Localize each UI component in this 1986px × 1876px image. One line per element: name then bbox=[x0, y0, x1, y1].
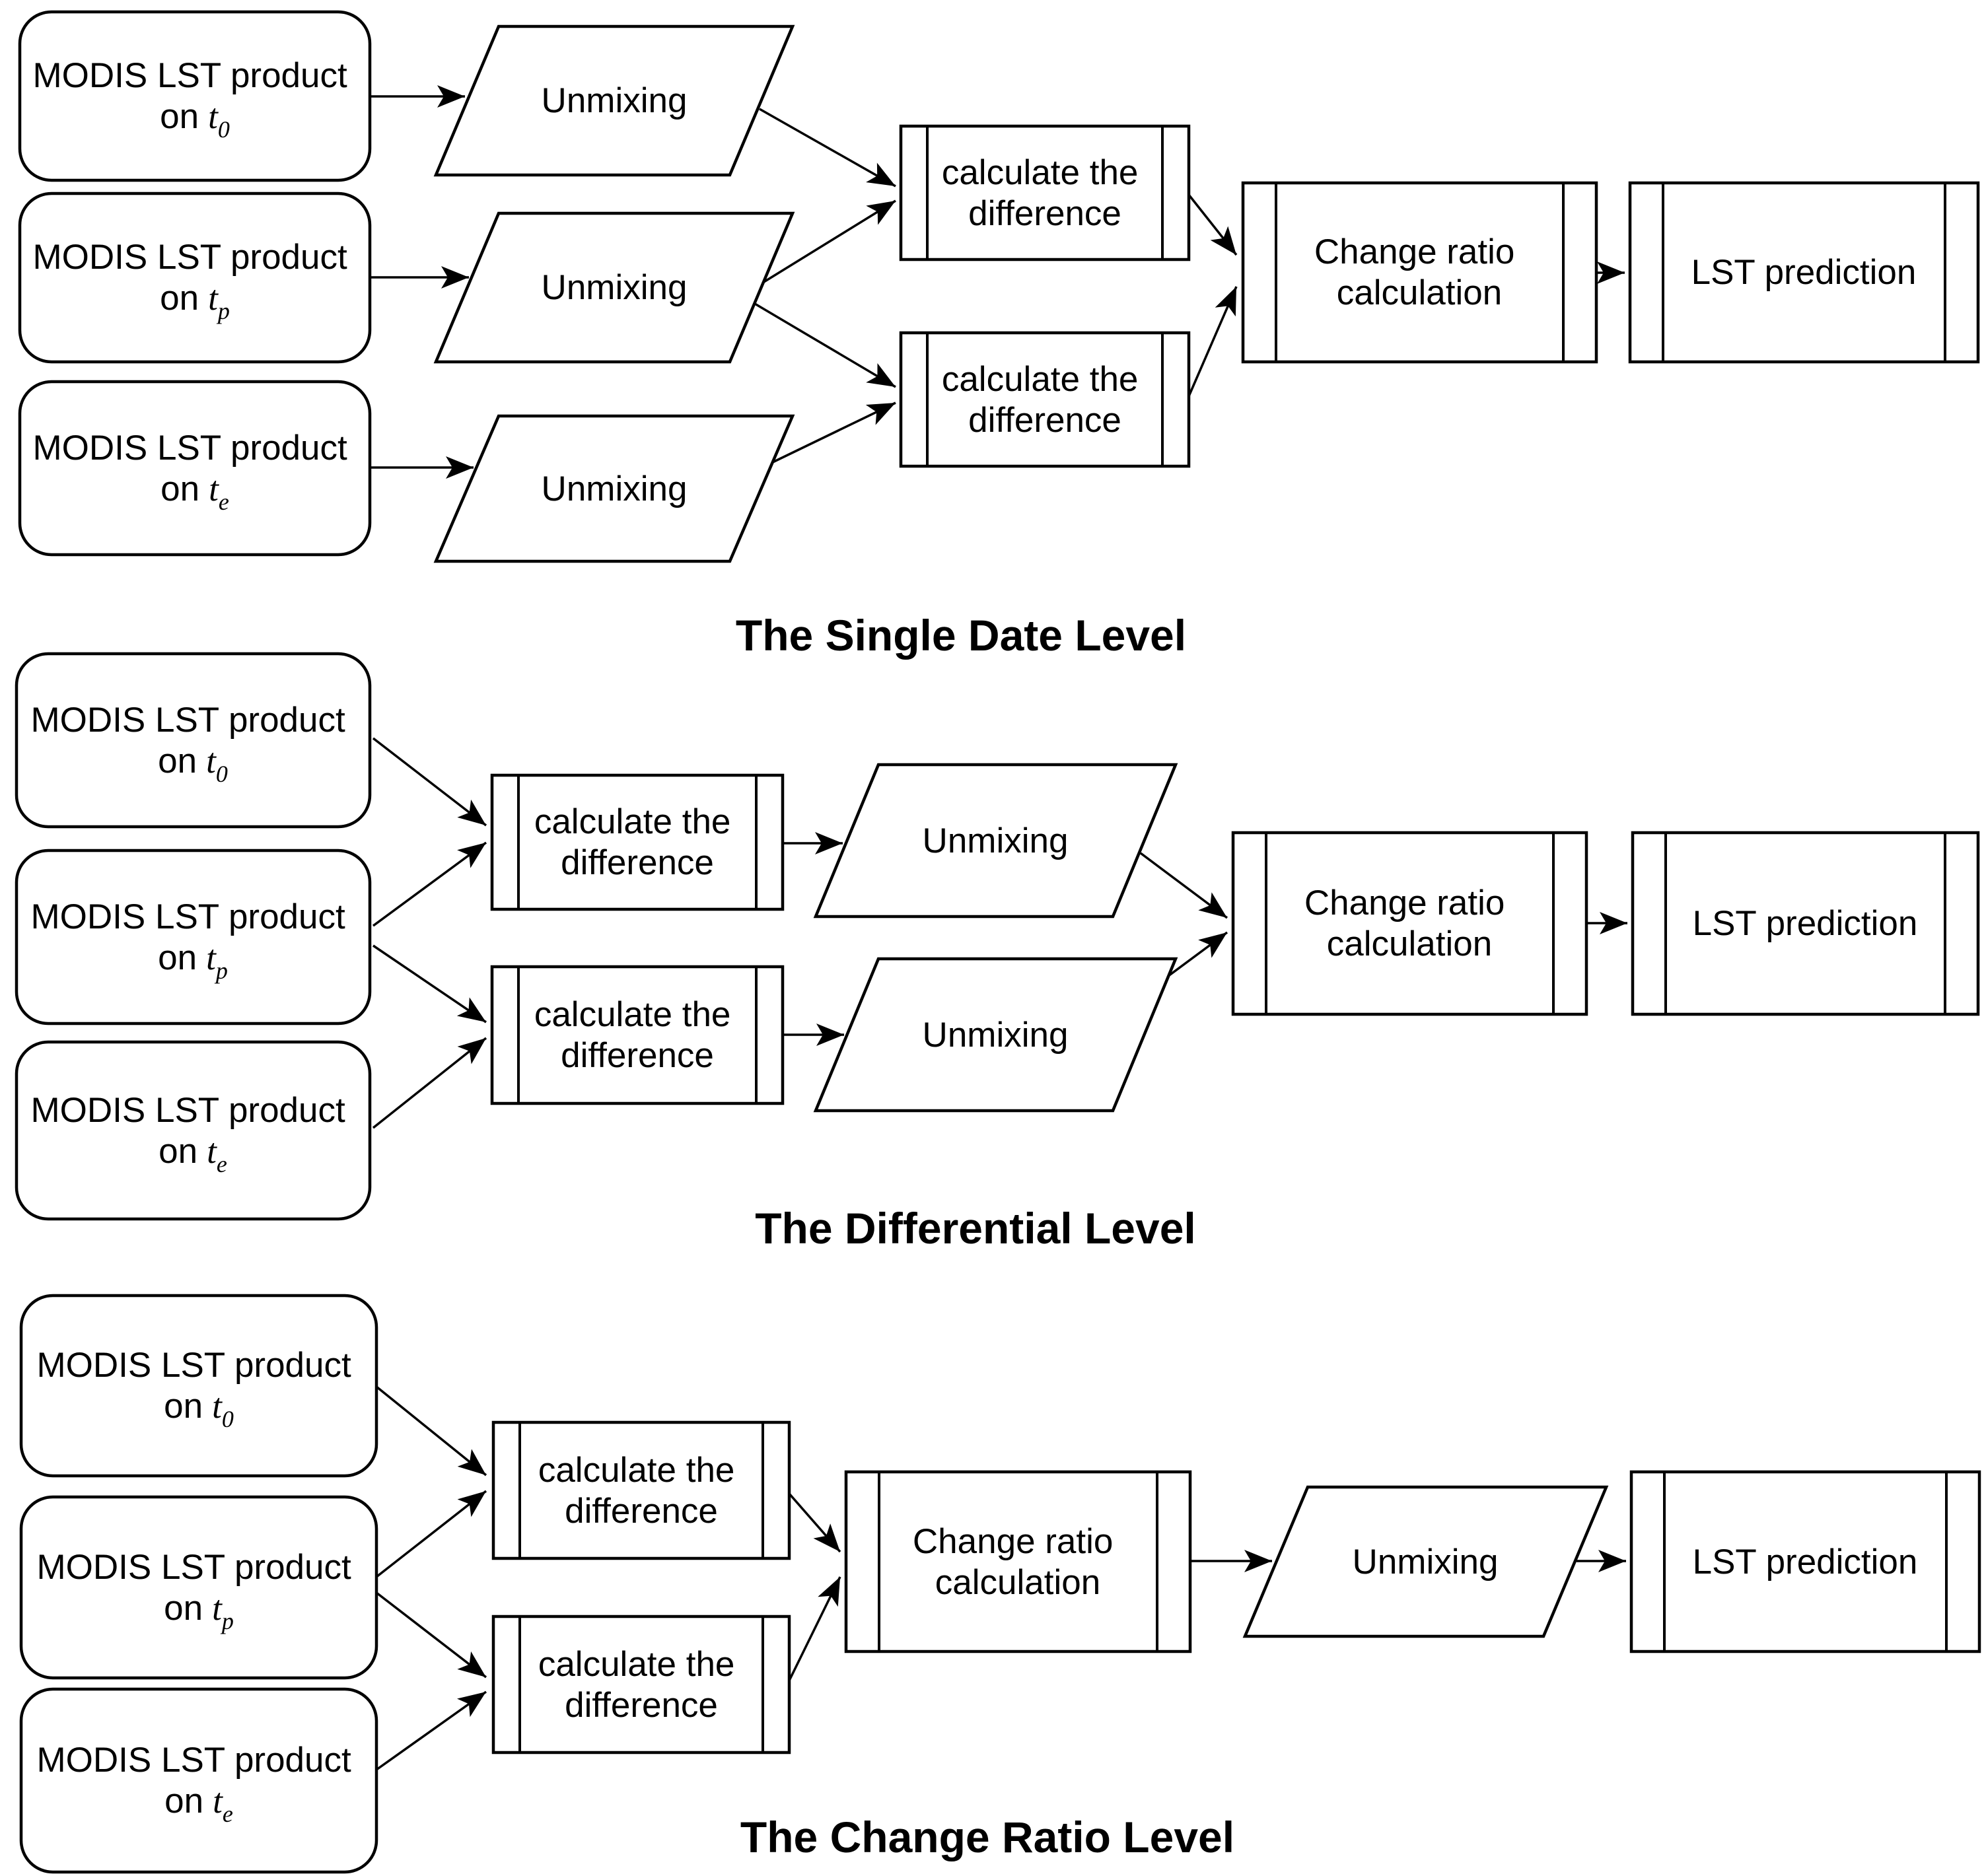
section-title: The Differential Level bbox=[755, 1204, 1196, 1253]
flow-arrow bbox=[1167, 931, 1228, 977]
modis-lst-input-box bbox=[18, 191, 372, 364]
calculate-difference-label: calculate the difference bbox=[942, 360, 1148, 440]
modis-lst-input-box bbox=[19, 1495, 378, 1680]
unmixing-label: Unmixing bbox=[923, 1016, 1069, 1055]
unmixing-parallelogram bbox=[813, 957, 1178, 1113]
unmixing-parallelogram bbox=[1242, 1485, 1609, 1638]
change-ratio-label: Change ratio calculation bbox=[913, 1522, 1123, 1602]
modis-lst-input-box bbox=[19, 1687, 378, 1874]
flow-arrow bbox=[375, 1591, 487, 1679]
calculate-difference-process: calculate the difference bbox=[490, 965, 785, 1105]
unmixing-label: Unmixing bbox=[1353, 1543, 1499, 1581]
flow-arrow bbox=[375, 1690, 487, 1771]
calculate-difference-label: calculate the difference bbox=[534, 995, 740, 1075]
unmixing-label: Unmixing bbox=[923, 821, 1069, 860]
modis-lst-input-box bbox=[18, 10, 372, 182]
modis-lst-input-box bbox=[15, 1040, 372, 1221]
flow-arrow bbox=[772, 401, 896, 464]
unmixing-label: Unmixing bbox=[542, 469, 688, 508]
change-ratio-process: Change ratio calculation bbox=[1241, 181, 1598, 364]
lst-prediction-process: LST prediction bbox=[1628, 181, 1980, 364]
unmixing-parallelogram bbox=[813, 763, 1178, 919]
flow-arrow bbox=[762, 199, 896, 284]
lst-prediction-label: LST prediction bbox=[1691, 253, 1917, 292]
flow-arrow bbox=[375, 1490, 487, 1578]
modis-lst-input-box bbox=[18, 380, 372, 557]
flow-arrow bbox=[754, 302, 896, 388]
flow-arrow bbox=[372, 944, 487, 1024]
lst-prediction-process: LST prediction bbox=[1629, 1470, 1981, 1653]
change-ratio-label: Change ratio calculation bbox=[1304, 884, 1514, 963]
flow-arrow bbox=[1188, 286, 1238, 397]
flow-arrow bbox=[372, 1037, 487, 1129]
calculate-difference-process: calculate the difference bbox=[491, 1615, 791, 1754]
calculate-difference-process: calculate the difference bbox=[490, 773, 785, 911]
flow-arrow bbox=[788, 1576, 841, 1681]
lst-prediction-process: LST prediction bbox=[1631, 831, 1980, 1016]
flow-arrow bbox=[372, 841, 487, 927]
calculate-difference-label: calculate the difference bbox=[538, 1645, 744, 1725]
flow-arrow bbox=[1139, 852, 1228, 919]
modis-lst-input-box bbox=[15, 652, 372, 829]
flow-arrow bbox=[788, 1492, 841, 1553]
calculate-difference-label: calculate the difference bbox=[538, 1451, 744, 1531]
flow-arrow bbox=[375, 1385, 487, 1476]
calculate-difference-process: calculate the difference bbox=[491, 1420, 791, 1560]
change-ratio-process: Change ratio calculation bbox=[1231, 831, 1588, 1016]
unmixing-parallelogram bbox=[433, 414, 795, 563]
lst-prediction-label: LST prediction bbox=[1693, 904, 1918, 943]
change-ratio-label: Change ratio calculation bbox=[1314, 232, 1524, 312]
calculate-difference-process: calculate the difference bbox=[899, 331, 1191, 468]
calculate-difference-process: calculate the difference bbox=[899, 124, 1191, 261]
section-title: The Single Date Level bbox=[736, 611, 1186, 660]
flow-arrow bbox=[1188, 193, 1238, 256]
modis-lst-input-box bbox=[19, 1294, 378, 1478]
section-title: The Change Ratio Level bbox=[740, 1813, 1234, 1861]
lst-prediction-label: LST prediction bbox=[1693, 1543, 1918, 1581]
unmixing-parallelogram bbox=[433, 211, 795, 364]
calculate-difference-label: calculate the difference bbox=[534, 802, 740, 882]
flow-arrow bbox=[759, 108, 896, 188]
unmixing-parallelogram bbox=[433, 24, 795, 177]
unmixing-label: Unmixing bbox=[542, 268, 688, 307]
change-ratio-process: Change ratio calculation bbox=[844, 1470, 1192, 1653]
modis-lst-input-box bbox=[15, 849, 372, 1025]
unmixing-label: Unmixing bbox=[542, 81, 688, 120]
flow-arrow bbox=[372, 737, 487, 827]
calculate-difference-label: calculate the difference bbox=[942, 153, 1148, 233]
